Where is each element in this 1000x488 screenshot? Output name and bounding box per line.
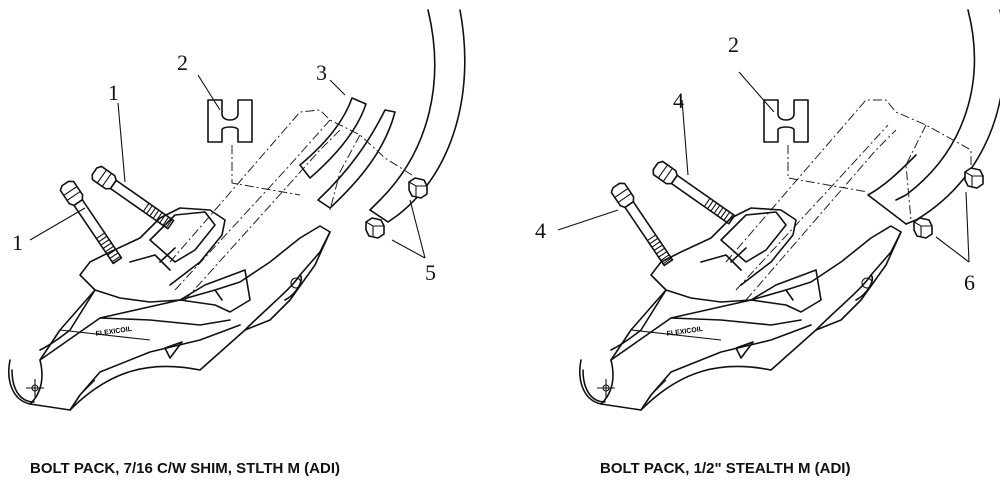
left-shim bbox=[207, 99, 253, 143]
left-callout-1b: 1 bbox=[12, 230, 23, 255]
left-nut-lower bbox=[365, 217, 385, 239]
right-bolt-lower bbox=[608, 180, 676, 268]
right-callout-4b: 4 bbox=[535, 218, 546, 243]
left-opener bbox=[8, 207, 331, 411]
left-spacer bbox=[299, 97, 367, 179]
left-callout-3: 3 bbox=[316, 60, 327, 85]
left-shank bbox=[369, 9, 436, 211]
right-bolt-upper bbox=[650, 158, 738, 227]
right-assembly: FLEXICOIL 4 4 2 6 bbox=[535, 9, 1000, 411]
right-callout-2: 2 bbox=[728, 32, 739, 57]
left-callout-2: 2 bbox=[177, 50, 188, 75]
right-callout-6: 6 bbox=[964, 270, 975, 295]
left-callout-1a: 1 bbox=[108, 80, 119, 105]
left-bolt-upper bbox=[89, 163, 177, 232]
right-opener bbox=[579, 207, 902, 411]
right-callout-4a: 4 bbox=[673, 88, 684, 113]
left-callout-5: 5 bbox=[425, 260, 436, 285]
right-shim bbox=[763, 99, 809, 143]
left-caption: BOLT PACK, 7/16 C/W SHIM, STLTH M (ADI) bbox=[30, 460, 340, 477]
right-shank bbox=[895, 9, 976, 201]
left-assembly: FLEXICOIL 1 1 2 3 5 bbox=[8, 9, 466, 411]
right-nut-lower bbox=[913, 217, 933, 239]
left-nut-upper bbox=[408, 177, 428, 199]
right-caption: BOLT PACK, 1/2" STEALTH M (ADI) bbox=[600, 460, 851, 477]
right-nut-upper bbox=[964, 167, 984, 189]
